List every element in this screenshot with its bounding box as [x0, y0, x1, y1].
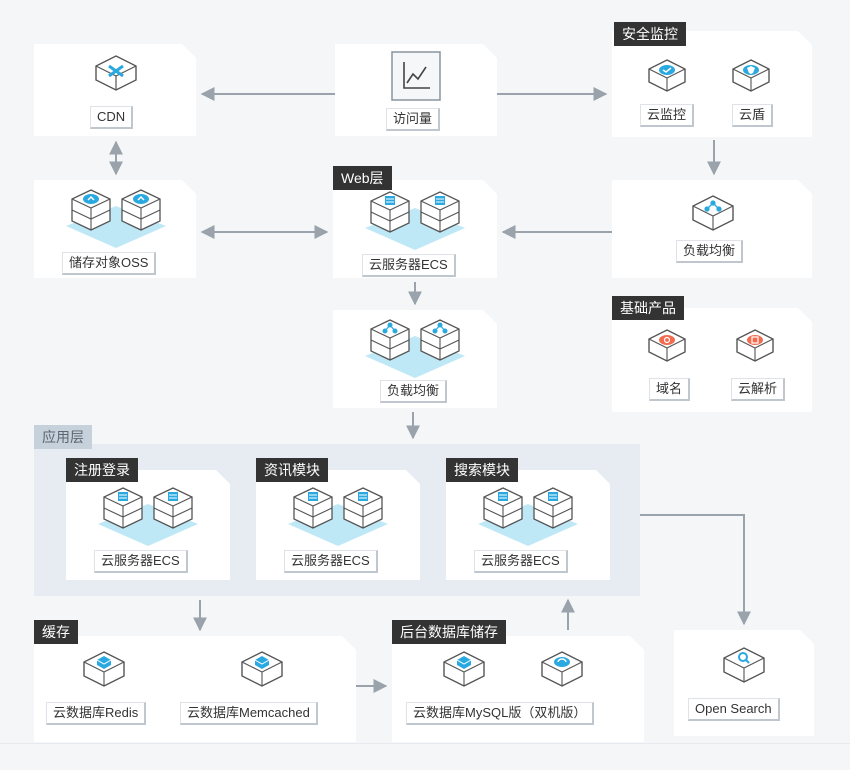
label-oss: 储存对象OSS: [62, 252, 157, 275]
mysql-icon: [443, 651, 485, 687]
oss-storage-icon: [66, 189, 166, 248]
label-web-ecs: 云服务器ECS: [362, 254, 456, 277]
cloud-shield-icon: [732, 59, 770, 92]
label-cdn: CDN: [90, 106, 134, 129]
cdn-icon: [95, 55, 137, 91]
label-open-search: Open Search: [688, 698, 780, 721]
load-balancer-cluster-icon: [365, 319, 465, 378]
label-cloud-monitor: 云监控: [640, 104, 695, 127]
section-tag-app: 应用层: [34, 425, 92, 449]
label-lb-top: 负载均衡: [676, 240, 744, 263]
label-mysql: 云数据库MySQL版（双机版）: [406, 702, 595, 725]
ecs-server-icon: [365, 191, 465, 250]
label-redis: 云数据库Redis: [46, 702, 147, 725]
memcached-icon: [241, 651, 283, 687]
label-memcached: 云数据库Memcached: [180, 702, 318, 725]
load-balancer-icon: [692, 195, 734, 231]
register-ecs-icon: [98, 487, 198, 546]
section-tag-news: 资讯模块: [256, 458, 328, 482]
redis-icon: [83, 651, 125, 687]
open-search-icon: [723, 647, 765, 683]
label-lb-mid: 负载均衡: [380, 380, 448, 403]
bottom-strip: [0, 743, 850, 770]
section-tag-register: 注册登录: [66, 458, 138, 482]
search-ecs-icon: [478, 487, 578, 546]
database-backup-icon: [541, 651, 583, 687]
label-register-ecs: 云服务器ECS: [94, 550, 188, 573]
dns-resolve-icon: [736, 329, 774, 362]
domain-icon: [648, 329, 686, 362]
arrow-app-opensearch: [640, 514, 751, 626]
section-tag-web: Web层: [333, 166, 392, 190]
cloud-monitor-icon: [648, 59, 686, 92]
label-news-ecs: 云服务器ECS: [284, 550, 378, 573]
label-search-ecs: 云服务器ECS: [474, 550, 568, 573]
line-chart-icon: [391, 51, 441, 101]
news-ecs-icon: [288, 487, 388, 546]
section-tag-search: 搜索模块: [446, 458, 518, 482]
label-visits: 访问量: [386, 108, 441, 131]
section-tag-basic: 基础产品: [612, 296, 684, 320]
label-cloud-shield: 云盾: [732, 104, 774, 127]
label-dns: 云解析: [731, 378, 786, 401]
section-tag-security: 安全监控: [614, 22, 686, 46]
section-tag-db: 后台数据库储存: [392, 620, 506, 644]
section-tag-cache: 缓存: [34, 620, 78, 644]
label-domain: 域名: [649, 378, 691, 401]
